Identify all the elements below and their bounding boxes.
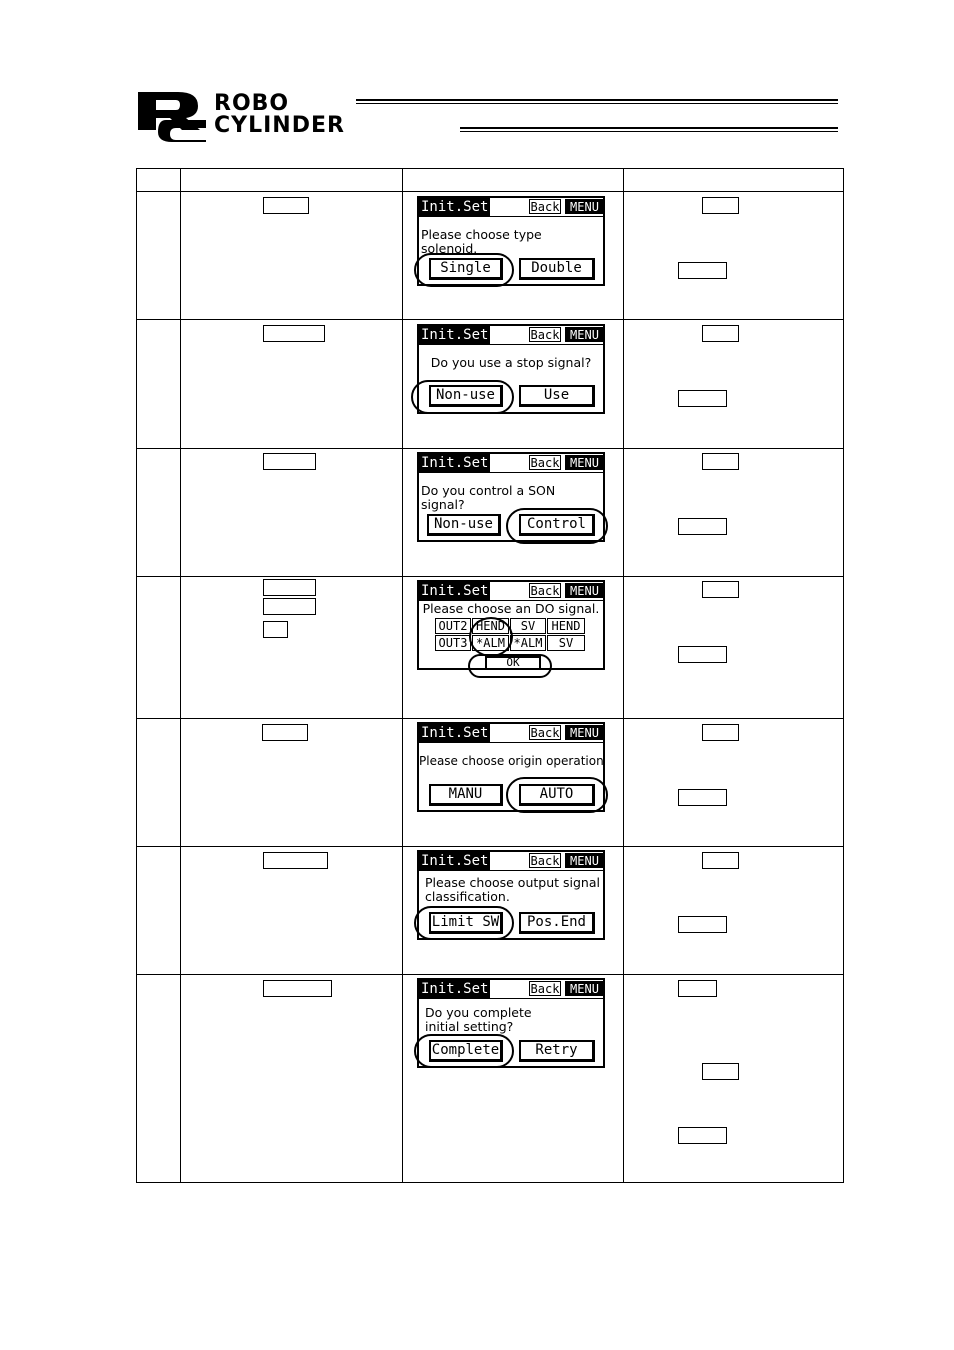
choice-button-auto[interactable]: AUTO: [519, 784, 595, 806]
do-cell[interactable]: *ALM: [510, 635, 546, 651]
choice-button-control[interactable]: Control: [519, 514, 595, 536]
back-button[interactable]: Back: [529, 455, 561, 470]
header-rule-bottom2: [460, 131, 838, 132]
menu-button[interactable]: MENU: [565, 199, 604, 214]
key-box: [263, 621, 288, 638]
logo-cylinder: CYLINDER: [214, 113, 345, 138]
back-button[interactable]: Back: [529, 725, 561, 740]
menu-button[interactable]: MENU: [565, 583, 604, 598]
key-box: [678, 518, 727, 535]
choice-button-pos-end[interactable]: Pos.End: [519, 912, 595, 934]
do-cell[interactable]: HEND: [547, 618, 585, 634]
menu-button[interactable]: MENU: [565, 853, 604, 868]
screen-title: Init.Set: [419, 582, 491, 600]
screen-message: Please choose an DO signal.: [422, 601, 600, 616]
col-divider: [402, 169, 403, 1182]
menu-button[interactable]: MENU: [565, 981, 604, 996]
screen-message: Do you control a SON signal?: [421, 483, 556, 512]
key-box: [702, 325, 739, 342]
key-box: [678, 916, 727, 933]
back-button[interactable]: Back: [529, 583, 561, 598]
row-divider: [137, 718, 843, 719]
lcd-screen-7: Init.Set Back MENU Do you complete initi…: [417, 978, 605, 1068]
key-box: [702, 581, 739, 598]
key-box: [263, 852, 328, 869]
key-box: [263, 579, 316, 596]
key-box: [678, 1127, 727, 1144]
row-divider: [137, 576, 843, 577]
key-box: [678, 262, 727, 279]
rc-logo-mark: [138, 92, 206, 142]
screen-message: Do you complete initial setting?: [425, 1005, 532, 1034]
key-box: [263, 325, 325, 342]
row-divider: [137, 191, 843, 192]
key-box: [263, 197, 309, 214]
col-divider: [623, 169, 624, 1182]
key-box: [702, 453, 739, 470]
menu-button[interactable]: MENU: [565, 725, 604, 740]
back-button[interactable]: Back: [529, 981, 561, 996]
lcd-screen-5: Init.Set Back MENU Please choose origin …: [417, 722, 605, 812]
header-rule-top2: [356, 103, 838, 104]
key-box: [678, 980, 717, 997]
key-box: [702, 724, 739, 741]
screen-title: Init.Set: [419, 454, 491, 472]
key-box: [263, 453, 316, 470]
do-cell[interactable]: SV: [510, 618, 546, 634]
screen-message: Please choose origin operation: [419, 754, 604, 768]
screen-title: Init.Set: [419, 198, 491, 216]
selection-oval: [414, 253, 514, 287]
selection-oval: [468, 654, 552, 678]
screen-title: Init.Set: [419, 980, 491, 998]
row-divider: [137, 448, 843, 449]
back-button[interactable]: Back: [529, 199, 561, 214]
choice-button-limit-sw[interactable]: Limit SW: [429, 912, 503, 934]
col-divider: [180, 169, 181, 1182]
key-box: [263, 598, 316, 615]
screen-title: Init.Set: [419, 326, 491, 344]
key-box: [702, 197, 739, 214]
key-box: [702, 1063, 739, 1080]
lcd-screen-1: Init.Set Back MENU Please choose type so…: [417, 196, 605, 286]
choice-button-non-use[interactable]: Non-use: [427, 514, 501, 536]
screen-message: Do you use a stop signal?: [430, 355, 592, 370]
header-rule-top: [356, 99, 838, 101]
back-button[interactable]: Back: [529, 327, 561, 342]
do-cell[interactable]: OUT2: [435, 618, 471, 634]
key-box: [678, 390, 727, 407]
screen-title: Init.Set: [419, 724, 491, 742]
key-box: [702, 852, 739, 869]
menu-button[interactable]: MENU: [565, 455, 604, 470]
screen-message: Please choose output signal classificati…: [425, 875, 600, 904]
key-box: [678, 646, 727, 663]
do-cell[interactable]: OUT3: [435, 635, 471, 651]
logo-robo: ROBO: [214, 91, 290, 116]
header-rule-bottom: [460, 127, 838, 129]
selection-oval: [506, 508, 608, 544]
selection-oval: [414, 1034, 514, 1068]
screen-title: Init.Set: [419, 852, 491, 870]
choice-button-use[interactable]: Use: [519, 385, 595, 407]
row-divider: [137, 846, 843, 847]
selection-oval: [469, 617, 513, 657]
procedure-table: Init.Set Back MENU Please choose type so…: [136, 168, 844, 1183]
menu-button[interactable]: MENU: [565, 327, 604, 342]
lcd-screen-4: Init.Set Back MENU Please choose an DO s…: [417, 580, 605, 670]
choice-button-manu[interactable]: MANU: [429, 784, 503, 806]
choice-button-retry[interactable]: Retry: [519, 1040, 595, 1062]
choice-button-non-use[interactable]: Non-use: [429, 385, 503, 407]
choice-button-double[interactable]: Double: [519, 258, 595, 280]
back-button[interactable]: Back: [529, 853, 561, 868]
screen-message: Please choose type solenoid.: [421, 227, 542, 256]
do-cell[interactable]: SV: [547, 635, 585, 651]
selection-oval: [411, 380, 514, 414]
row-divider: [137, 319, 843, 320]
selection-oval: [414, 906, 514, 940]
key-box: [678, 789, 727, 806]
selection-oval: [506, 777, 608, 813]
key-box: [262, 724, 308, 741]
key-box: [263, 980, 332, 997]
row-divider: [137, 974, 843, 975]
